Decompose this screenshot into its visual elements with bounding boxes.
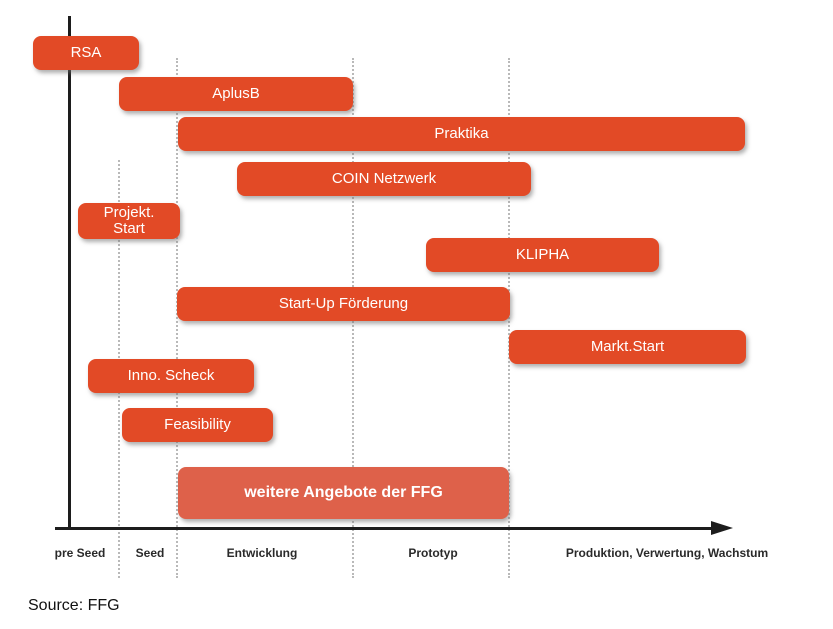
y-axis-line	[68, 16, 71, 529]
bar-label: Projekt.	[103, 204, 155, 221]
chart-bar: Praktika	[178, 117, 745, 151]
phase-label: Entwicklung	[226, 546, 298, 560]
bar-label: KLIPHA	[515, 246, 570, 263]
phase-separator-line	[508, 58, 510, 578]
bar-label: COIN Netzwerk	[331, 170, 437, 187]
chart-bar: Feasibility	[122, 408, 273, 442]
bar-label: Praktika	[434, 125, 489, 142]
bar-label: Feasibility	[164, 416, 231, 433]
chart-bar: Inno. Scheck	[88, 359, 254, 393]
x-axis-arrow-icon	[711, 521, 733, 535]
chart-bar: RSA	[33, 36, 139, 70]
phase-label: pre Seed	[54, 546, 106, 560]
chart-bar: Markt.Start	[509, 330, 746, 364]
chart-bar: weitere Angebote der FFG	[178, 467, 509, 519]
bar-label: Start-Up Förderung	[278, 295, 409, 312]
bar-label: weitere Angebote der FFG	[244, 484, 443, 501]
chart-bar: KLIPHA	[426, 238, 659, 272]
phase-label: Prototyp	[408, 546, 458, 560]
phase-label: Produktion, Verwertung, Wachstum	[565, 546, 769, 560]
source-text: Source: FFG	[28, 597, 120, 614]
phase-separator-line	[176, 58, 178, 578]
chart-bar: Start-Up Förderung	[177, 287, 510, 321]
x-axis-line	[55, 527, 714, 530]
chart-bar: AplusB	[119, 77, 353, 111]
chart-bar: COIN Netzwerk	[237, 162, 531, 196]
bar-label: Start	[113, 220, 145, 237]
phase-label: Seed	[135, 546, 165, 560]
bar-label: Inno. Scheck	[127, 367, 215, 384]
bar-label: RSA	[70, 44, 102, 61]
bar-label: Markt.Start	[590, 338, 665, 355]
chart-bar: Projekt.Start	[78, 203, 180, 239]
bar-label: AplusB	[212, 85, 260, 102]
